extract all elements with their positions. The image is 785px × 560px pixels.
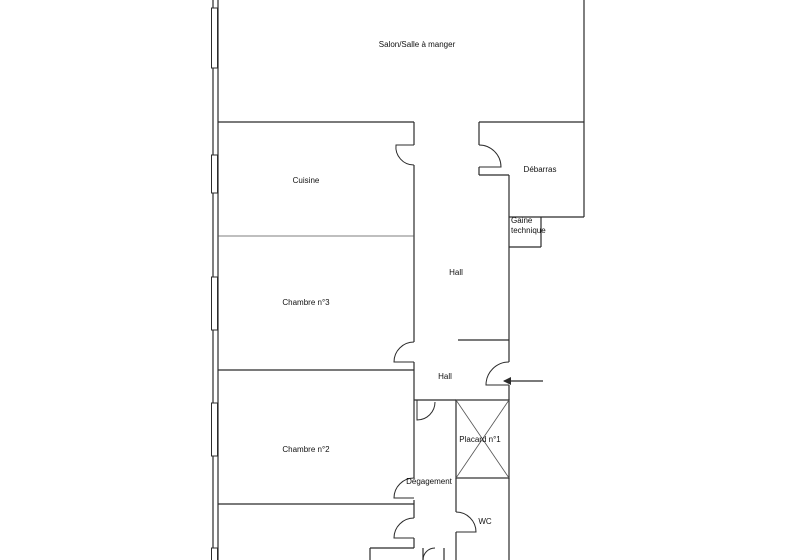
- label-chambre2: Chambre n°2: [282, 445, 330, 454]
- label-gaine-1: Gaine: [511, 216, 533, 225]
- placard-closet: [414, 399, 510, 479]
- door-debarras: [478, 144, 502, 168]
- window-chambre3: [211, 276, 218, 331]
- arrow-left-icon: [503, 377, 543, 385]
- room-dividers: [218, 235, 414, 505]
- door-chambre3: [393, 341, 415, 363]
- wc-walls: [369, 478, 510, 560]
- door-bottom-small: [422, 547, 436, 560]
- doors: [393, 144, 510, 560]
- window-salon: [211, 7, 218, 69]
- door-entrance: [485, 361, 510, 386]
- door-placard: [416, 400, 436, 421]
- label-gaine-2: technique: [511, 226, 546, 235]
- label-degagement: Dégagement: [406, 477, 453, 486]
- salon-walls: [218, 0, 585, 217]
- label-placard: Placard n°1: [459, 435, 501, 444]
- door-chambre2: [393, 477, 415, 499]
- hall-walls: [413, 122, 584, 548]
- label-wc: WC: [478, 517, 492, 526]
- label-hall-lower: Hall: [438, 372, 452, 381]
- label-cuisine: Cuisine: [293, 176, 320, 185]
- door-cuisine: [395, 144, 415, 166]
- window-cuisine: [211, 154, 218, 194]
- label-debarras: Débarras: [524, 165, 557, 174]
- label-chambre3: Chambre n°3: [282, 298, 330, 307]
- door-wc: [455, 511, 477, 533]
- label-hall-upper: Hall: [449, 268, 463, 277]
- label-salon: Salon/Salle à manger: [379, 40, 456, 49]
- windows: [211, 7, 218, 560]
- door-bottom-left: [393, 517, 415, 539]
- window-bottom: [211, 547, 218, 560]
- window-chambre2: [211, 402, 218, 457]
